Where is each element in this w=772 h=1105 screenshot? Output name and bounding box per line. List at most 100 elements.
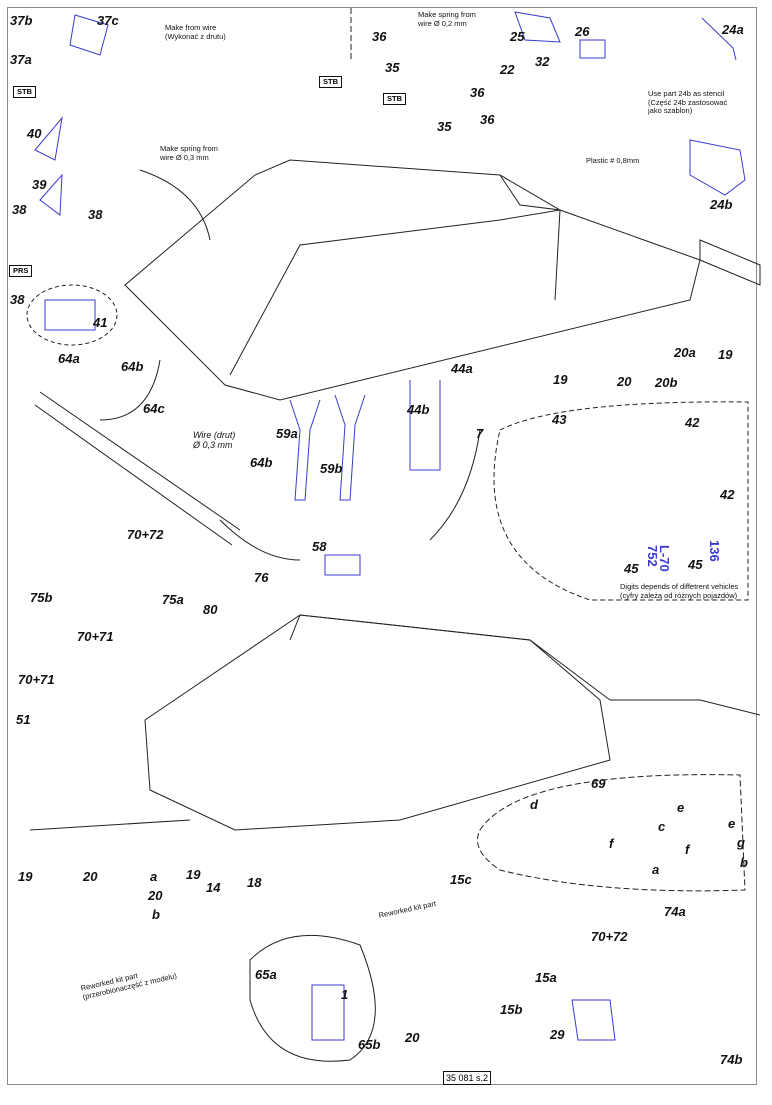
part-number-label: 76 (254, 570, 269, 585)
leader-line (99, 169, 481, 561)
part-65 (311, 984, 345, 1041)
part-number-label: 15b (500, 1002, 523, 1017)
part-number-label: 24a (722, 22, 744, 37)
part-number-label: 69 (591, 776, 606, 791)
part-number-label: 38 (12, 202, 27, 217)
part-number-label: g (737, 835, 745, 850)
part-number-label: 70+72 (591, 929, 628, 944)
part-number-label: 19 (186, 867, 201, 882)
inset-bracket (249, 934, 376, 1062)
cleaning-rod (39, 391, 241, 531)
part-number-label: 65b (358, 1037, 381, 1052)
part-41 (44, 299, 96, 331)
part-number-label: 42 (720, 487, 735, 502)
part-24b (689, 139, 746, 196)
part-number-label: e (677, 800, 685, 815)
stb-tag: STB (383, 93, 406, 105)
part-number-label: b (152, 907, 160, 922)
part-number-label: 37c (97, 13, 119, 28)
part-40 (34, 116, 63, 161)
part-59a (289, 399, 321, 501)
note-spring-03: Make spring from wire Ø 0,3 mm (160, 144, 218, 162)
part-number-label: d (530, 797, 538, 812)
note-stencil: Use part 24b as stencil (Część 24b zasto… (648, 89, 728, 116)
note-wire: Make from wire (Wykonać z drutu) (165, 23, 226, 41)
part-number-label: 37a (10, 52, 32, 67)
part-number-label: 40 (27, 126, 42, 141)
part-25 (514, 11, 561, 43)
part-number-label: 58 (312, 539, 327, 554)
part-number-label: 36 (470, 85, 485, 100)
part-24a (701, 17, 737, 61)
part-number-label: f (609, 836, 614, 851)
part-number-label: 37b (10, 13, 33, 28)
part-number-label: f (685, 842, 690, 857)
part-number-label: 25 (510, 29, 525, 44)
part-number-label: e (728, 816, 736, 831)
part-number-label: 41 (93, 315, 108, 330)
part-number-label: 64a (58, 351, 80, 366)
part-number-label: 44b (407, 402, 430, 417)
inset-mantlet (493, 401, 749, 601)
note-spring-02: Make spring from wire Ø 0,2 mm (418, 10, 476, 28)
part-number-label: 45 (624, 561, 639, 576)
part-39 (39, 173, 63, 216)
part-number-label: 20 (148, 888, 163, 903)
part-number-label: 15c (450, 872, 472, 887)
part-number-label: 38 (10, 292, 25, 307)
part-number-label: 45 (688, 557, 703, 572)
part-number-label: 70+71 (18, 672, 55, 687)
part-number-label: 44a (451, 361, 473, 376)
part-number-label: 26 (575, 24, 590, 39)
part-number-label: 75b (30, 590, 53, 605)
part-number-label: 64c (143, 401, 165, 416)
part-44b (409, 380, 441, 471)
part-number-label: 70+71 (77, 629, 114, 644)
cleaning-rod-2 (34, 404, 233, 546)
part-number-label: 35 (385, 60, 400, 75)
inset-41 (26, 284, 118, 346)
lower-hull-top (289, 614, 611, 701)
part-number-label: 59a (276, 426, 298, 441)
part-number-label: 15a (535, 970, 557, 985)
inset-exhaust (477, 774, 746, 892)
part-number-label: 14 (206, 880, 221, 895)
part-number-label: 29 (550, 1027, 565, 1042)
part-number-label: 35 (437, 119, 452, 134)
part-number-label: 20b (655, 375, 678, 390)
part-number-label: 19 (18, 869, 33, 884)
part-number-label: 38 (88, 207, 103, 222)
decal-136: 136 (707, 540, 722, 562)
note-wire-03: Wire (drut) Ø 0,3 mm (193, 430, 236, 451)
part-number-label: 32 (535, 54, 550, 69)
rear-plate (699, 239, 761, 286)
hull-side (499, 174, 561, 301)
fender-front (29, 819, 191, 831)
part-number-label: 20 (617, 374, 632, 389)
part-number-label: 1 (341, 987, 349, 1002)
prs-tag: PRS (9, 265, 33, 277)
part-number-label: 22 (500, 62, 515, 77)
lower-hull-front (610, 699, 761, 716)
part-number-label: 43 (552, 412, 567, 427)
part-number-label: 64b (250, 455, 273, 470)
part-number-label: 70+72 (127, 527, 164, 542)
part-29 (571, 999, 616, 1041)
part-number-label: 36 (372, 29, 387, 44)
part-number-label: 51 (16, 712, 31, 727)
part-number-label: 20a (674, 345, 696, 360)
part-number-label: 42 (685, 415, 700, 430)
part-number-label: 75a (162, 592, 184, 607)
part-59b (334, 394, 366, 501)
part-number-label: 65a (255, 967, 277, 982)
stb-tag: STB (13, 86, 36, 98)
part-number-label: a (652, 862, 660, 877)
part-number-label: 18 (247, 875, 262, 890)
part-58 (324, 554, 361, 576)
part-number-label: 80 (203, 602, 218, 617)
part-number-label: 39 (32, 177, 47, 192)
sheet-code: 35 081 s.2 (443, 1071, 492, 1085)
part-number-label: 24b (710, 197, 733, 212)
